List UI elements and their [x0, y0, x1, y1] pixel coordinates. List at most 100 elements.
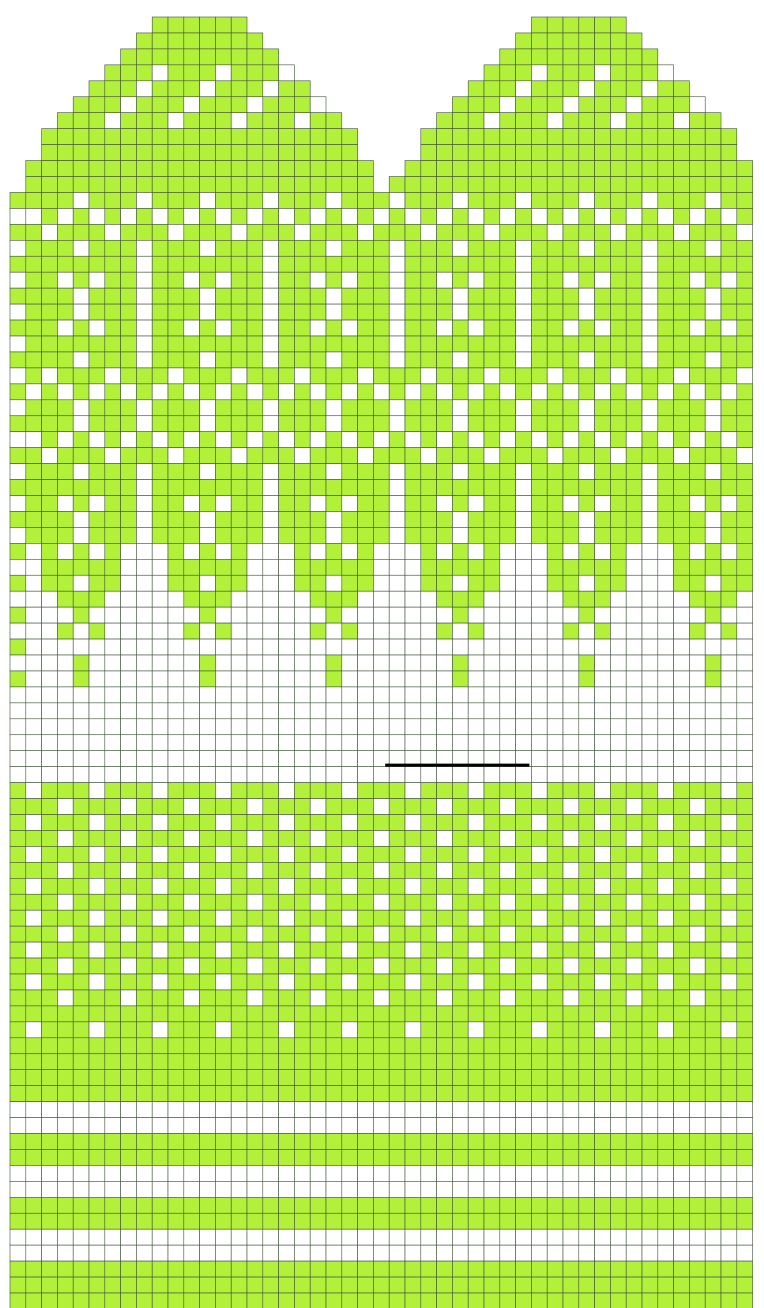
stitch-main	[231, 33, 247, 49]
stitch-main	[42, 240, 58, 256]
stitch-main	[168, 192, 184, 208]
stitch-contrast	[689, 97, 705, 113]
stitch-main	[610, 894, 626, 910]
stitch-main	[705, 177, 721, 193]
stitch-main	[42, 145, 58, 161]
stitch-contrast	[389, 1102, 405, 1118]
stitch-main	[579, 496, 595, 512]
stitch-contrast	[610, 767, 626, 783]
stitch-main	[89, 145, 105, 161]
stitch-main	[231, 910, 247, 926]
stitch-main	[358, 910, 374, 926]
stitch-main	[500, 464, 516, 480]
stitch-main	[626, 49, 642, 65]
stitch-contrast	[642, 623, 658, 639]
stitch-contrast	[705, 464, 721, 480]
stitch-main	[500, 1086, 516, 1102]
stitch-contrast	[247, 926, 263, 942]
stitch-main	[674, 177, 690, 193]
stitch-contrast	[57, 958, 73, 974]
stitch-main	[737, 527, 753, 543]
stitch-main	[610, 990, 626, 1006]
stitch-contrast	[642, 336, 658, 352]
stitch-main	[73, 559, 89, 575]
stitch-contrast	[358, 703, 374, 719]
stitch-contrast	[247, 559, 263, 575]
stitch-main	[200, 65, 216, 81]
stitch-main	[658, 926, 674, 942]
stitch-main	[579, 1197, 595, 1213]
stitch-main	[421, 1038, 437, 1054]
stitch-main	[689, 192, 705, 208]
stitch-main	[231, 129, 247, 145]
stitch-contrast	[168, 1245, 184, 1261]
stitch-main	[721, 352, 737, 368]
stitch-contrast	[105, 591, 121, 607]
stitch-main	[310, 1054, 326, 1070]
stitch-contrast	[437, 1165, 453, 1181]
stitch-contrast	[105, 113, 121, 129]
stitch-main	[452, 177, 468, 193]
stitch-main	[136, 65, 152, 81]
stitch-contrast	[200, 623, 216, 639]
stitch-main	[516, 448, 532, 464]
stitch-main	[721, 527, 737, 543]
stitch-contrast	[247, 735, 263, 751]
stitch-main	[689, 527, 705, 543]
stitch-contrast	[563, 655, 579, 671]
stitch-main	[231, 192, 247, 208]
stitch-main	[705, 448, 721, 464]
stitch-main	[610, 575, 626, 591]
stitch-main	[595, 240, 611, 256]
stitch-main	[674, 1134, 690, 1150]
stitch-main	[184, 783, 200, 799]
stitch-contrast	[57, 671, 73, 687]
stitch-main	[595, 161, 611, 177]
stitch-contrast	[263, 272, 279, 288]
stitch-contrast	[595, 942, 611, 958]
stitch-main	[57, 1006, 73, 1022]
stitch-main	[73, 671, 89, 687]
stitch-main	[689, 177, 705, 193]
stitch-contrast	[516, 1229, 532, 1245]
stitch-main	[563, 464, 579, 480]
stitch-main	[73, 368, 89, 384]
stitch-main	[326, 958, 342, 974]
stitch-contrast	[579, 751, 595, 767]
stitch-contrast	[342, 942, 358, 958]
stitch-contrast	[10, 735, 26, 751]
stitch-main	[105, 1149, 121, 1165]
stitch-main	[42, 1293, 58, 1308]
stitch-main	[105, 958, 121, 974]
stitch-main	[500, 113, 516, 129]
stitch-main	[168, 783, 184, 799]
stitch-main	[642, 926, 658, 942]
stitch-main	[547, 336, 563, 352]
stitch-main	[184, 591, 200, 607]
stitch-contrast	[231, 671, 247, 687]
stitch-main	[184, 352, 200, 368]
stitch-contrast	[263, 687, 279, 703]
stitch-main	[516, 65, 532, 81]
stitch-contrast	[531, 575, 547, 591]
stitch-main	[10, 1293, 26, 1308]
stitch-main	[231, 320, 247, 336]
stitch-main	[168, 17, 184, 33]
stitch-main	[152, 256, 168, 272]
stitch-main	[547, 799, 563, 815]
stitch-main	[105, 799, 121, 815]
stitch-main	[642, 208, 658, 224]
stitch-main	[42, 256, 58, 272]
stitch-main	[468, 400, 484, 416]
stitch-contrast	[263, 1118, 279, 1134]
stitch-main	[689, 1261, 705, 1277]
stitch-contrast	[342, 1102, 358, 1118]
stitch-contrast	[642, 735, 658, 751]
stitch-contrast	[563, 1181, 579, 1197]
stitch-main	[26, 272, 42, 288]
stitch-main	[642, 1261, 658, 1277]
stitch-main	[610, 1006, 626, 1022]
stitch-main	[231, 830, 247, 846]
stitch-contrast	[689, 272, 705, 288]
stitch-main	[437, 192, 453, 208]
